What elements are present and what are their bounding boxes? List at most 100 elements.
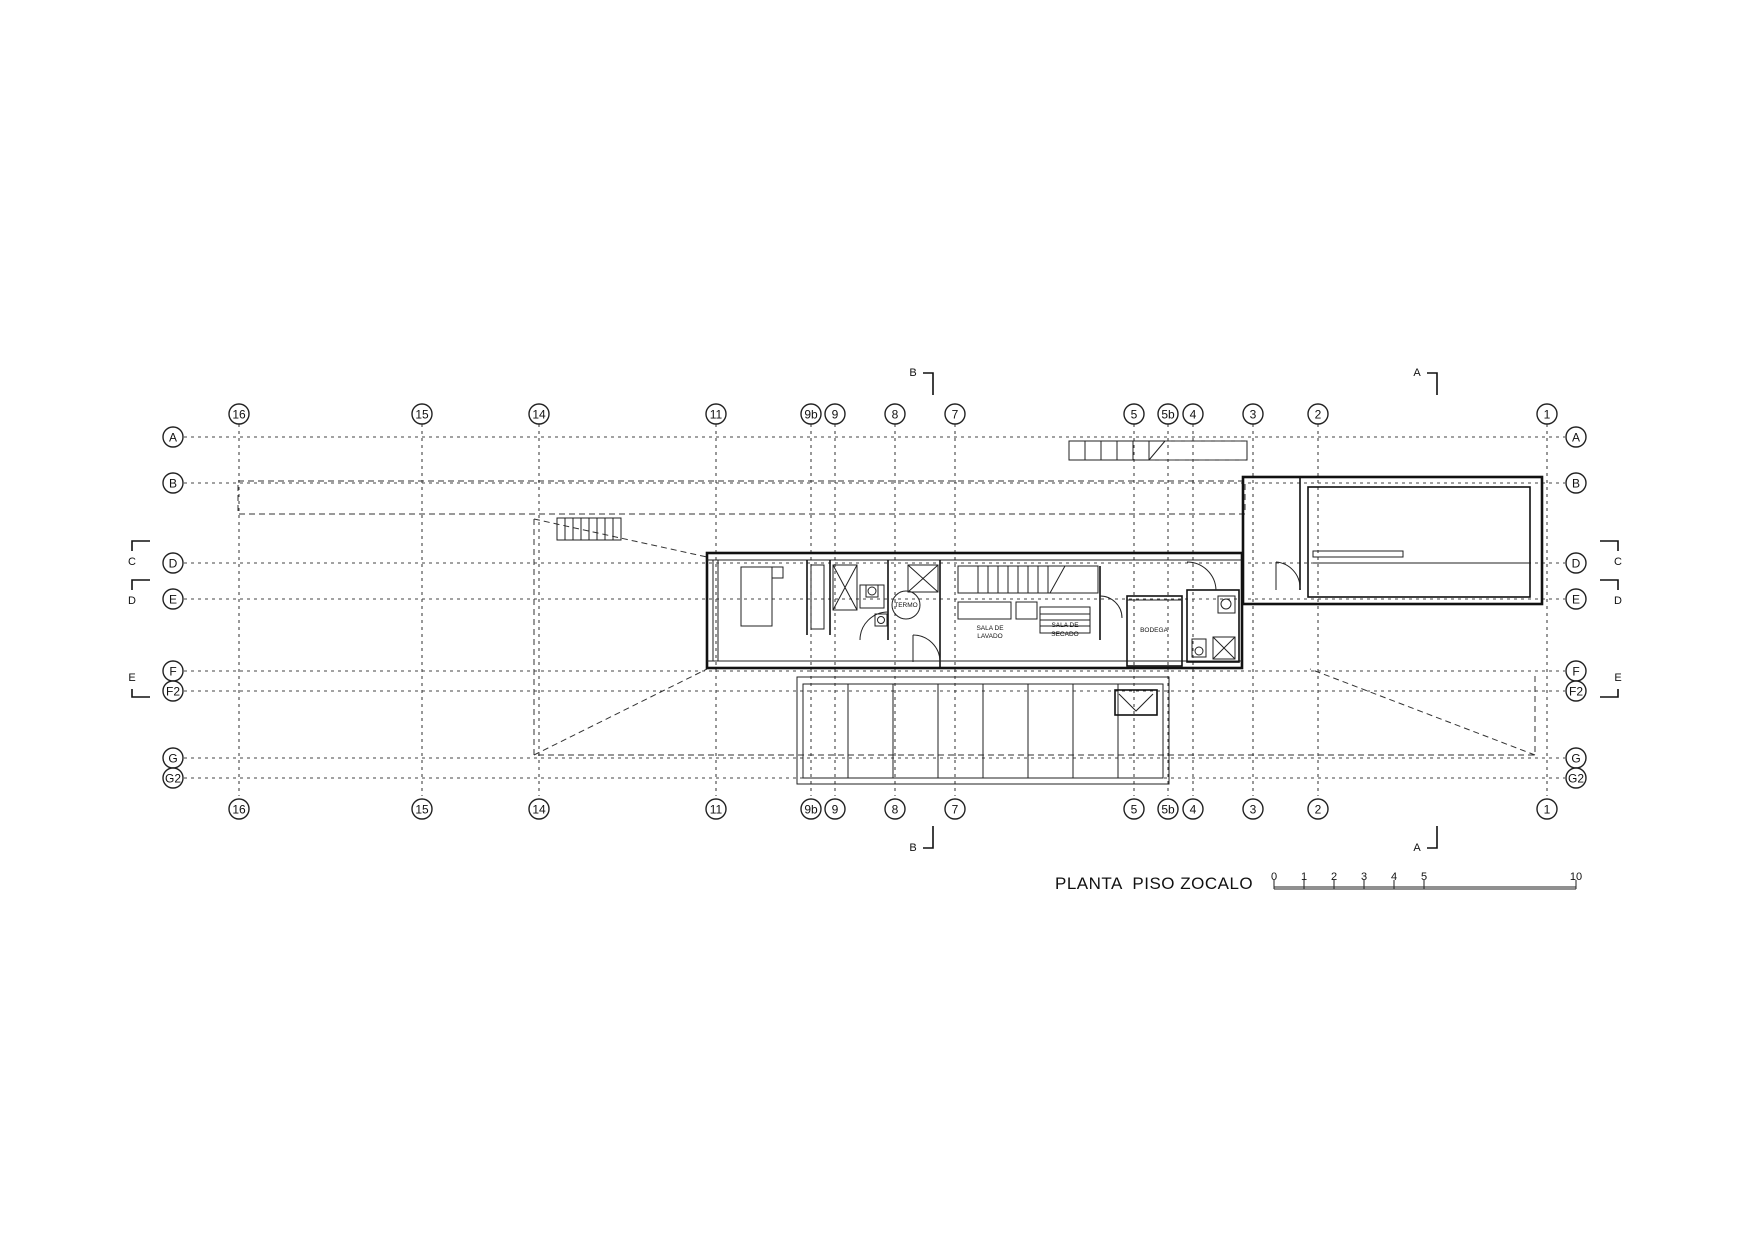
grid-bubble-label: 5b (1161, 803, 1175, 817)
structural-grid-bubbles: 16161515141411119b9b998877555b5b44332211… (162, 403, 1587, 820)
grid-bubble-label: G2 (1568, 772, 1584, 786)
grid-bubble-col-16-top: 16 (228, 403, 250, 425)
drawing-title: PLANTA PISO ZOCALO (1055, 874, 1253, 893)
section-mark-e-left: E (128, 672, 135, 684)
grid-bubble-label: 16 (232, 408, 246, 422)
section-mark-a-bottom: A (1413, 842, 1421, 854)
room-label-sala-lavado-line2: LAVADO (977, 633, 1002, 640)
grid-bubble-label: G (1571, 752, 1580, 766)
grid-bubble-col-11-top: 11 (705, 403, 727, 425)
grid-bubble-label: A (169, 431, 177, 445)
grid-bubble-label: 15 (415, 408, 429, 422)
roof-outline (237, 480, 1536, 756)
grid-bubble-row-G-left: G (162, 747, 184, 769)
grid-bubble-row-A-left: A (162, 426, 184, 448)
grid-bubble-row-E-left: E (162, 588, 184, 610)
grid-bubble-col-9-top: 9 (824, 403, 846, 425)
grid-bubble-label: 11 (710, 803, 723, 817)
grid-bubble-label: 11 (710, 408, 723, 422)
grid-bubble-row-D-right: D (1565, 552, 1587, 574)
scale-tick-label: 4 (1391, 871, 1397, 883)
grid-bubble-label: 2 (1315, 803, 1322, 817)
grid-bubble-label: 15 (415, 803, 429, 817)
room-label-sala-secado-line2: SECADO (1051, 631, 1078, 638)
grid-bubble-label: 7 (952, 408, 959, 422)
grid-bubble-col-1-top: 1 (1536, 403, 1558, 425)
grid-bubble-label: G2 (165, 772, 181, 786)
grid-bubble-label: F2 (166, 685, 180, 699)
exterior-stair-left (556, 517, 622, 541)
grid-bubble-col-9b-top: 9b (800, 403, 822, 425)
room-labels: TERMO SALA DE LAVADO SALA DE SECADO BODE… (894, 602, 1168, 640)
grid-bubble-label: 4 (1190, 408, 1197, 422)
grid-bubble-col-5b-top: 5b (1157, 403, 1179, 425)
grid-bubble-col-14-bottom: 14 (528, 798, 550, 820)
grid-bubble-col-8-top: 8 (884, 403, 906, 425)
grid-bubble-col-3-bottom: 3 (1242, 798, 1264, 820)
grid-bubble-row-F2-left: F2 (162, 680, 184, 702)
grid-bubble-label: 8 (892, 408, 899, 422)
grid-bubble-col-5b-bottom: 5b (1157, 798, 1179, 820)
grid-bubble-label: F (169, 665, 176, 679)
grid-bubble-row-D-left: D (162, 552, 184, 574)
grid-bubble-col-16-bottom: 16 (228, 798, 250, 820)
grid-bubble-row-F2-right: F2 (1565, 680, 1587, 702)
grid-bubble-label: E (169, 593, 177, 607)
grid-bubble-row-G2-right: G2 (1565, 767, 1587, 789)
grid-bubble-col-2-top: 2 (1307, 403, 1329, 425)
grid-bubble-row-B-right: B (1565, 472, 1587, 494)
grid-bubble-col-2-bottom: 2 (1307, 798, 1329, 820)
grid-bubble-label: B (169, 477, 177, 491)
grid-bubble-label: F2 (1569, 685, 1583, 699)
grid-bubble-row-B-left: B (162, 472, 184, 494)
grid-bubble-label: 3 (1250, 408, 1257, 422)
grid-bubble-label: E (1572, 593, 1580, 607)
grid-bubble-col-8-bottom: 8 (884, 798, 906, 820)
scale-tick-label: 1 (1301, 871, 1307, 883)
grid-bubble-row-G-right: G (1565, 747, 1587, 769)
grid-bubble-label: D (169, 557, 178, 571)
scale-tick-label: 3 (1361, 871, 1367, 883)
grid-bubble-col-4-bottom: 4 (1182, 798, 1204, 820)
grid-bubble-label: 14 (532, 803, 546, 817)
grid-bubble-row-E-right: E (1565, 588, 1587, 610)
grid-bubble-label: 7 (952, 803, 959, 817)
section-mark-e-right: E (1614, 672, 1621, 684)
grid-bubble-col-5-bottom: 5 (1123, 798, 1145, 820)
scale-tick-label: 10 (1570, 871, 1582, 883)
room-label-termo: TERMO (894, 602, 917, 609)
structural-grid-lines (184, 424, 1565, 796)
grid-bubble-label: 9b (804, 408, 818, 422)
grid-bubble-col-11-bottom: 11 (705, 798, 727, 820)
grid-bubble-col-15-bottom: 15 (411, 798, 433, 820)
grid-bubble-label: B (1572, 477, 1580, 491)
grid-bubble-label: 16 (232, 803, 246, 817)
grid-bubble-col-9b-bottom: 9b (800, 798, 822, 820)
grid-bubble-label: 9 (832, 408, 839, 422)
section-mark-a-top: A (1413, 367, 1421, 379)
grid-bubble-label: 2 (1315, 408, 1322, 422)
section-mark-b-bottom: B (909, 842, 916, 854)
scale-tick-label: 5 (1421, 871, 1427, 883)
grid-bubble-label: 4 (1190, 803, 1197, 817)
room-label-bodega: BODEGA (1140, 627, 1168, 634)
grid-bubble-row-A-right: A (1565, 426, 1587, 448)
grid-bubble-label: D (1572, 557, 1581, 571)
grid-bubble-label: 5 (1131, 803, 1138, 817)
grid-bubble-label: G (168, 752, 177, 766)
grid-bubble-col-3-top: 3 (1242, 403, 1264, 425)
scale-tick-label: 0 (1271, 871, 1277, 883)
room-label-sala-secado-line1: SALA DE (1051, 622, 1079, 629)
section-markers: B A B A C D E C D E (128, 367, 1622, 854)
grid-bubble-label: 9b (804, 803, 818, 817)
section-mark-d-right: D (1614, 595, 1622, 607)
grid-bubble-row-F-left: F (162, 660, 184, 682)
grid-bubble-label: A (1572, 431, 1580, 445)
section-mark-b-top: B (909, 367, 916, 379)
grid-bubble-col-9-bottom: 9 (824, 798, 846, 820)
grid-bubble-col-7-bottom: 7 (944, 798, 966, 820)
grid-bubble-label: 9 (832, 803, 839, 817)
grid-bubble-col-5-top: 5 (1123, 403, 1145, 425)
